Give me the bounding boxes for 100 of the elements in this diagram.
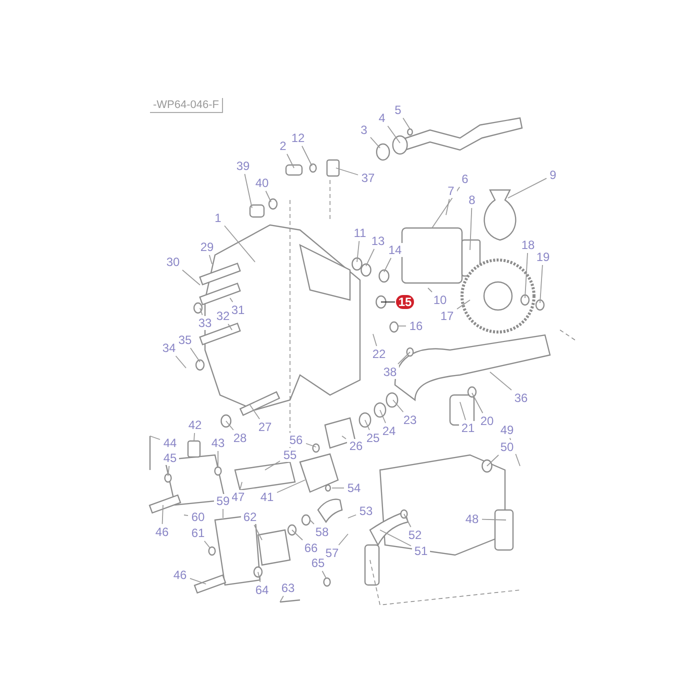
callout-number: 42 [186,418,204,432]
callout-number: 30 [164,255,182,269]
callout-number: 51 [412,544,430,558]
callout-number: 50 [498,440,516,454]
callout-number: 49 [498,423,516,437]
callout-number: 33 [196,316,214,330]
callout-number: 7 [446,184,456,198]
leader-line [184,514,188,516]
leader-line [446,198,450,216]
callout-number: 1 [212,211,224,225]
callout-number: 15 [396,295,414,309]
leader-line [490,372,512,390]
callout-number: 22 [370,347,388,361]
callout-number: 17 [438,309,456,323]
leader-line [226,420,234,430]
leader-line [228,324,232,330]
callout-number: 36 [512,391,530,405]
leader-line [264,460,280,470]
leader-line [182,270,200,286]
leader-line [348,514,356,518]
callout-number: 23 [401,413,419,427]
callout-number: 21 [459,421,477,435]
drawing-reference: -WP64-046-F [150,98,224,113]
callout-number: 54 [345,481,363,495]
leader-line [428,288,432,292]
callout-number: 27 [256,420,274,434]
leader-line [508,178,547,198]
callout-number: 18 [519,238,537,252]
leader-line [224,225,256,262]
leader-line [276,480,306,493]
callout-number: 62 [241,510,259,524]
callout-number: 3 [358,123,370,137]
callout-number: 41 [258,490,276,504]
leader-line [402,118,410,130]
callout-number: 8 [466,193,478,207]
callout-number: 48 [463,512,481,526]
callout-number: 59 [214,494,232,508]
callout-number: 58 [313,525,331,539]
callout-number: 4 [376,111,388,125]
callout-number: 34 [160,341,178,355]
leader-line [204,540,210,548]
leader-line [175,356,186,368]
callout-number: 43 [209,436,227,450]
leader-line [380,410,386,424]
leader-line [366,248,375,266]
callout-number: 60 [189,510,207,524]
callout-number: 29 [198,240,216,254]
callout-number: 45 [161,451,179,465]
leader-line [372,334,378,346]
leader-line [150,436,160,440]
leader-line [265,190,272,202]
callout-number: 24 [380,424,398,438]
leader-line [230,298,234,302]
leader-line [254,524,262,540]
leader-line [190,348,200,362]
callout-number: 2 [278,139,288,153]
callout-number: 64 [253,583,271,597]
leader-line [432,186,460,228]
leader-line [380,530,412,546]
leader-line [486,454,500,466]
leader-line [342,436,346,440]
callout-number: 38 [381,365,399,379]
leader-line [364,420,370,430]
leader-line [286,154,294,168]
leader-line [240,482,242,490]
callout-number: 65 [309,556,327,570]
callout-number: 25 [364,431,382,445]
callout-number: 5 [392,103,404,117]
callout-number: 56 [287,433,305,447]
leader-line [168,466,170,476]
leader-line [370,136,380,148]
callout-number: 37 [359,171,377,185]
callout-number: 28 [231,431,249,445]
callout-number: 31 [229,303,247,317]
leader-line [338,534,348,546]
callout-number: 40 [253,176,271,190]
leader-line [460,402,466,420]
callout-number: 55 [281,448,299,462]
callout-number: 19 [534,250,552,264]
callout-number: 35 [176,333,194,347]
leader-line [302,146,312,166]
leader-line [456,300,470,310]
callout-number: 63 [279,581,297,595]
callout-number: 39 [234,159,252,173]
callout-number: 46 [153,525,171,539]
leader-line [306,443,316,448]
leader-line [404,514,412,528]
leader-line [472,392,484,414]
callout-number: 57 [323,546,341,560]
leader-line [524,252,528,298]
leader-line [470,208,472,250]
callout-number: 44 [161,436,179,450]
leader-line [336,168,358,176]
callout-number: 32 [214,309,232,323]
leader-line [162,504,164,524]
callout-number: 26 [347,439,365,453]
callout-number: 61 [189,526,207,540]
callout-number: 9 [548,168,558,182]
leader-line [194,432,195,442]
leader-line [482,518,506,520]
